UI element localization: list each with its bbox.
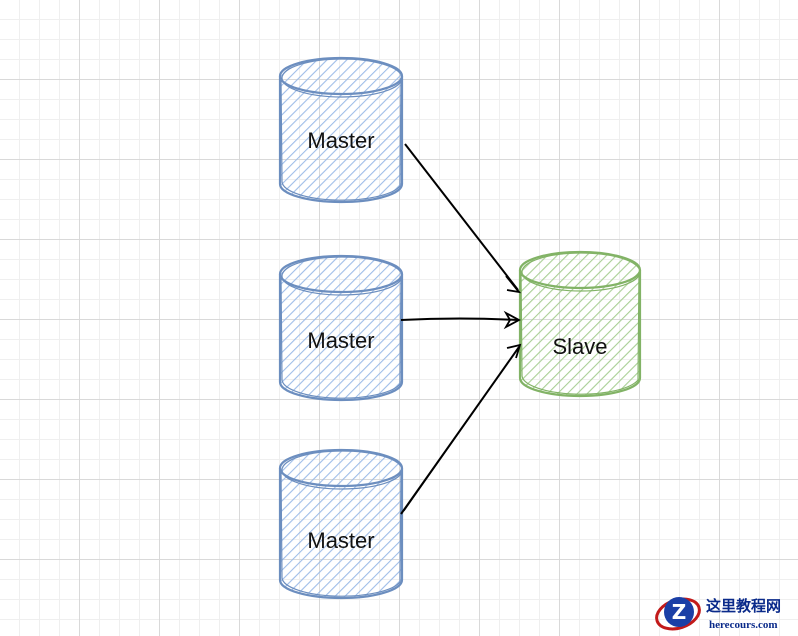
slave-label: Slave — [552, 334, 607, 359]
master-db-cylinder-1[interactable]: Master — [278, 56, 404, 204]
master-label-1: Master — [307, 128, 374, 153]
master-db-cylinder-2[interactable]: Master — [278, 254, 404, 402]
watermark-logo-letter: Z — [672, 600, 687, 624]
watermark-url: herecours.com — [709, 619, 778, 631]
master-label-2: Master — [307, 328, 374, 353]
edge-master-1-to-slave[interactable] — [404, 143, 522, 294]
site-watermark: Z 这里教程网 herecours.com — [655, 597, 781, 631]
watermark-title: 这里教程网 — [706, 597, 781, 615]
edge-master-2-to-slave[interactable] — [400, 310, 521, 330]
master-db-cylinder-3[interactable]: Master — [278, 448, 404, 600]
edge-master-3-to-slave[interactable] — [400, 343, 522, 515]
master-label-3: Master — [307, 528, 374, 553]
slave-db-cylinder[interactable]: Slave — [518, 250, 642, 398]
watermark-logo: Z — [655, 597, 701, 631]
